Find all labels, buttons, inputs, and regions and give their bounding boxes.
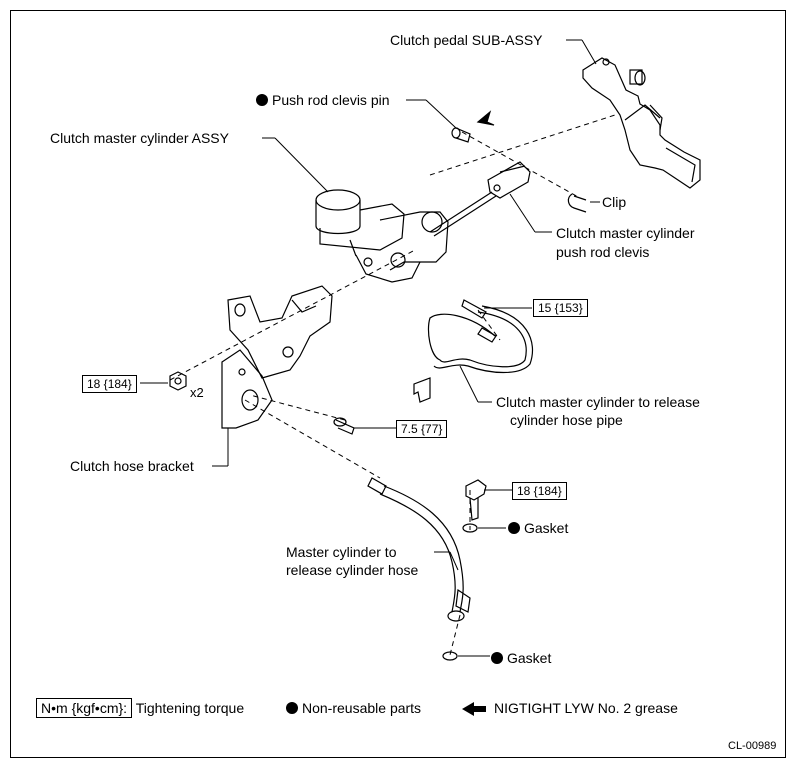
- label-release-hose-line1: Master cylinder to: [286, 544, 397, 560]
- label-release-hose-line2: release cylinder hose: [286, 562, 419, 578]
- assembly-lines: [169, 114, 616, 656]
- union-bolt-drawing: [465, 479, 487, 521]
- non-reusable-dot-icon: [491, 652, 503, 664]
- legend-non-reusable-text: Non-reusable parts: [302, 700, 422, 716]
- legend-torque: N•m {kgf•cm}: Tightening torque: [36, 698, 245, 718]
- legend-grease: NIGTIGHT LYW No. 2 grease: [494, 700, 678, 716]
- clip-drawing: [567, 193, 587, 213]
- hose-bracket-drawing: [221, 349, 273, 429]
- gasket-lower-drawing: [442, 651, 458, 661]
- label-hose-pipe-line2: cylinder hose pipe: [510, 412, 623, 428]
- label-gasket-upper: Gasket: [508, 520, 568, 537]
- label-hose-pipe-line1: Clutch master cylinder to release: [496, 394, 700, 410]
- non-reusable-dot-icon: [256, 94, 268, 106]
- label-hose-bracket: Clutch hose bracket: [70, 458, 194, 474]
- legend-unit-box: N•m {kgf•cm}:: [36, 698, 133, 718]
- label-master-cylinder-assy: Clutch master cylinder ASSY: [50, 130, 229, 146]
- label-clutch-pedal: Clutch pedal SUB-ASSY: [390, 32, 543, 48]
- clutch-pedal-drawing: [582, 57, 701, 189]
- label-gasket-upper-text: Gasket: [524, 520, 569, 536]
- non-reusable-dot-icon: [286, 702, 298, 714]
- grease-arrow-icon: [476, 110, 495, 126]
- label-push-rod-clevis-line1: Clutch master cylinder: [556, 225, 695, 241]
- torque-nut: 18 {184}: [82, 375, 137, 393]
- hose-pipe-drawing: [427, 299, 534, 374]
- legend-grease-arrow-icon: [462, 702, 486, 716]
- legend-unit-desc: Tightening torque: [135, 700, 245, 716]
- label-push-rod-clevis-line2: push rod clevis: [556, 244, 650, 260]
- figure-id: CL-00989: [728, 740, 777, 752]
- label-quantity: x2: [190, 385, 204, 400]
- label-gasket-lower-text: Gasket: [507, 650, 552, 666]
- label-clip: Clip: [602, 194, 627, 210]
- leader-lines: [140, 39, 600, 657]
- non-reusable-dot-icon: [508, 522, 520, 534]
- nut-drawing: [169, 371, 187, 391]
- bolt-drawing: [333, 417, 355, 435]
- torque-union-bolt: 18 {184}: [512, 482, 567, 500]
- bracket-drawing: [227, 285, 333, 379]
- label-push-rod-clevis-pin-text: Push rod clevis pin: [272, 92, 390, 108]
- torque-bolt: 7.5 {77}: [396, 420, 448, 438]
- label-push-rod-clevis-pin: Push rod clevis pin: [256, 92, 390, 109]
- plate-clip-drawing: [413, 377, 431, 403]
- torque-pipe: 15 {153}: [533, 299, 588, 317]
- master-cylinder-drawing: [315, 189, 449, 283]
- gasket-upper-drawing: [462, 523, 478, 533]
- diagram-frame: [10, 10, 786, 758]
- legend-non-reusable: Non-reusable parts: [286, 700, 421, 717]
- label-gasket-lower: Gasket: [491, 650, 551, 667]
- push-rod-clevis-drawing: [429, 161, 531, 237]
- clevis-pin-drawing: [451, 127, 471, 143]
- release-hose-drawing: [367, 477, 471, 622]
